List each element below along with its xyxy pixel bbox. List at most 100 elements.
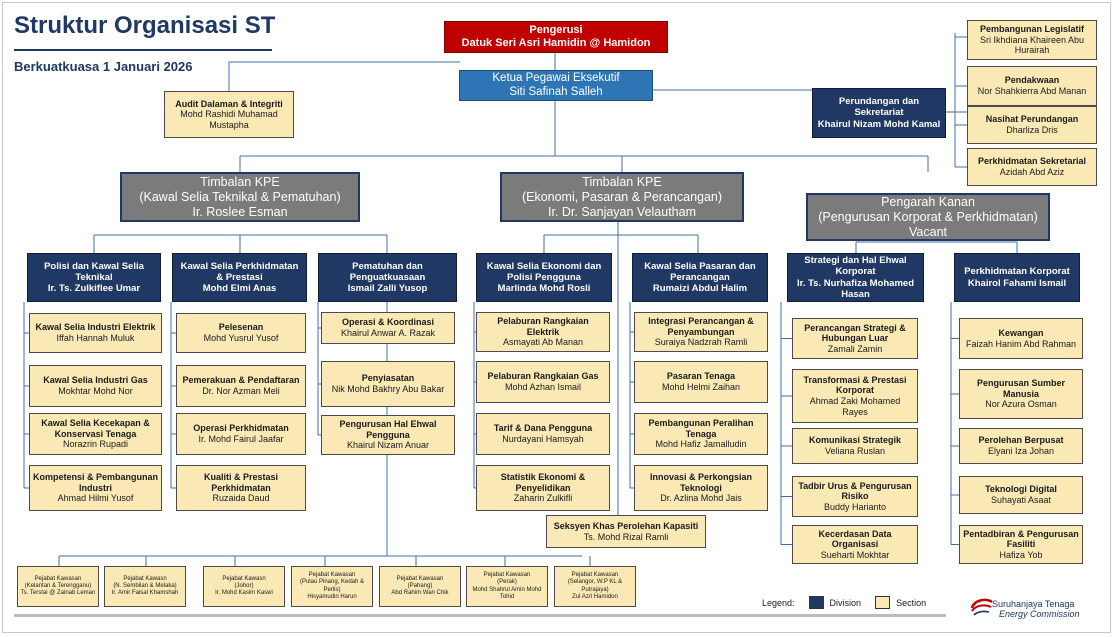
section-head: Dr. Azlina Mohd Jais	[660, 493, 742, 504]
ceo-title: Ketua Pegawai Eksekutif	[492, 72, 620, 85]
logo-subtitle: Energy Commission	[999, 609, 1080, 619]
regional-office-box: Pejabat Kawasan(Pahang)Abd Rahim Wan Chi…	[379, 566, 461, 607]
section-title: Perkhidmatan Sekretarial	[977, 156, 1087, 167]
section-title: Pendakwaan	[1004, 75, 1060, 86]
effective-date: Berkuatkuasa 1 Januari 2026	[14, 59, 193, 74]
division-head: Mohd Elmi Anas	[202, 283, 277, 295]
section-head: Ahmad Hilmi Yusof	[57, 493, 134, 504]
deputy-portfolio: (Ekonomi, Pasaran & Perancangan)	[521, 189, 723, 204]
section-title: Pasaran Tenaga	[666, 371, 736, 382]
section-title: Kecerdasan Data Organisasi	[818, 528, 892, 550]
section-head: Ahmad Zaki Mohamed Rayes	[809, 396, 901, 417]
legend-label: Legend:	[762, 597, 795, 608]
regional-title: Pejabat Kawasn	[222, 575, 266, 582]
section-title: Perolehan Berpusat	[978, 435, 1064, 446]
section-title: Transformasi & Prestasi Korporat	[803, 374, 907, 396]
logo-name: Suruhanjaya Tenaga	[992, 599, 1075, 609]
section-title: Pentadbiran & Pengurusan Fasiliti	[963, 528, 1079, 550]
deputy-title: Timbalan KPE	[200, 174, 280, 189]
section-head: Azidah Abd Aziz	[999, 167, 1065, 177]
regional-head: Hisyamudin Harun	[307, 593, 357, 600]
section-title: Penyiasatan	[361, 373, 415, 384]
section-head: Mohd Helmi Zaihan	[661, 382, 741, 392]
section-head: Nik Mohd Bakhry Abu Bakar	[331, 384, 445, 394]
regional-title: Pejabat Kawasan	[34, 575, 82, 582]
regional-area: (N. Sembilan & Melaka)	[113, 582, 177, 589]
section-title: Kawal Selia Industri Elektrik	[35, 322, 156, 333]
section-title: Kompetensi & Pembangunan Industri	[33, 472, 159, 493]
division-title: Kawal Selia Pasaran dan Perancangan	[644, 260, 756, 283]
regional-head: Zul Azri Hamidon	[572, 593, 618, 600]
section-head: Nor Azura Osman	[985, 399, 1057, 410]
deputy-name: Ir. Roslee Esman	[192, 204, 288, 219]
regional-head: Ir. Mohd Kasim Kaswi	[215, 590, 273, 597]
section-head: Ruzaida Daud	[212, 493, 270, 504]
section-title: Pelaburan Rangkaian Elektrik	[497, 316, 589, 337]
regional-title: Pejabat Kawasan	[308, 572, 356, 579]
division-title: Pematuhan dan Penguatkuasaan	[349, 260, 426, 283]
section-title: Tarif & Dana Pengguna	[493, 423, 593, 434]
section-head: Ir. Mohd Fairul Jaafar	[198, 434, 284, 444]
section-head: Suhayati Asaat	[990, 495, 1052, 505]
regional-area: (Pulau Pinang, Kedah & Perlis)	[299, 579, 365, 593]
section-head: Dharliza Dris	[1006, 125, 1058, 135]
regional-title: Pejabat Kawasan	[396, 575, 444, 582]
division-head: Ir. Ts. Nurhafiza Mohamed Hasan	[796, 277, 914, 300]
regional-area: (Perak)	[497, 579, 517, 586]
logo-swoosh-icon	[970, 598, 993, 616]
special-section-head: Ts. Mohd Rizal Ramli	[583, 531, 669, 542]
legal-title: Perundangan dan Sekretariat	[838, 96, 920, 119]
division-head: Khairol Fahami Ismail	[967, 277, 1067, 289]
section-title: Pelaburan Rangkaian Gas	[487, 371, 599, 382]
section-head: Elyani Iza Johan	[987, 446, 1055, 456]
regional-area: (Pahang)	[407, 582, 433, 589]
deputy-box: Pengarah Kanan(Pengurusan Korporat & Per…	[806, 193, 1050, 241]
section-title: Pembangunan Legislatif	[979, 24, 1084, 35]
division-title: Polisi dan Kawal Selia Teknikal	[44, 260, 144, 283]
section-head: Khairul Nizam Anuar	[346, 440, 430, 451]
ceo-name: Siti Safinah Salleh	[509, 85, 603, 98]
section-title: Pembangunan Peralihan Tenaga	[648, 418, 754, 439]
regional-title: Pejabat Kawasn	[123, 575, 167, 582]
section-head: Nor Shahkierra Abd Manan	[977, 86, 1087, 96]
section-title: Kualiti & Prestasi Perkhidmatan	[203, 472, 279, 493]
division-title: Kawal Selia Perkhidmatan & Prestasi	[180, 260, 299, 283]
section-head: Zamali Zamin	[827, 343, 883, 354]
connector-line	[617, 222, 624, 532]
section-head: Asmayati Ab Manan	[502, 337, 584, 348]
section-head: Mohd Hafiz Jamalludin	[655, 439, 747, 450]
section-title: Pengurusan Hal Ehwal Pengguna	[339, 419, 437, 440]
regional-office-box: Pejabat Kawasan(Perak)Mohd Shahrul Amin …	[466, 566, 548, 607]
pengerusi-title: Pengerusi	[529, 24, 583, 37]
energy-commission-logo: Suruhanjaya Tenaga Energy Commission	[970, 596, 1082, 622]
special-section-title: Seksyen Khas Perolehan Kapasiti	[553, 520, 699, 531]
regional-head: Ir. Amir Faisal Khamshah	[111, 590, 179, 597]
deputy-name: Vacant	[909, 224, 947, 239]
deputy-portfolio: (Pengurusan Korporat & Perkhidmatan)	[818, 209, 1038, 224]
section-title: Innovasi & Perkongsian Teknologi	[649, 472, 753, 493]
section-title: Operasi Perkhidmatan	[193, 423, 289, 434]
